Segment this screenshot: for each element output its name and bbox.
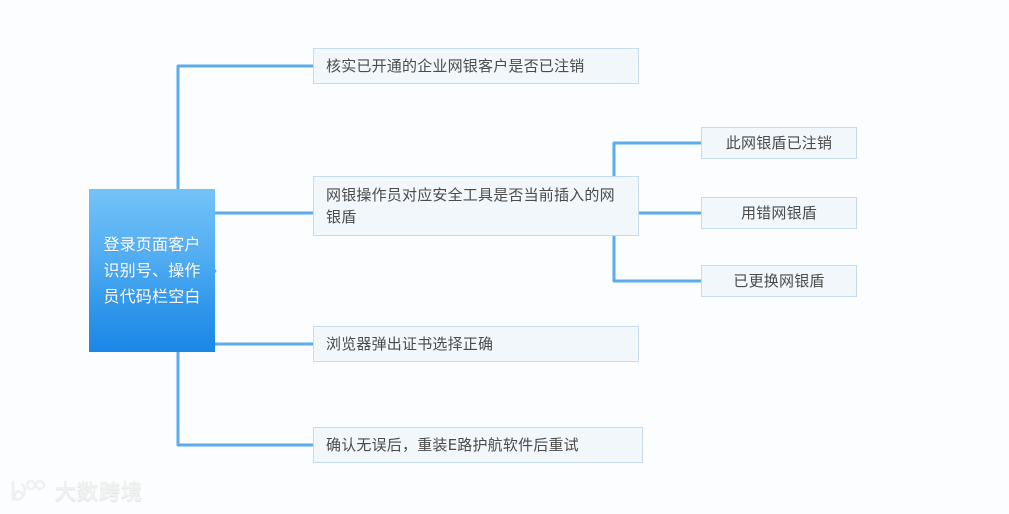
leaf-node-1-label: 此网银盾已注销	[725, 134, 833, 152]
branch-node-3-label: 浏览器弹出证书选择正确	[326, 335, 494, 353]
branch-node-3[interactable]: 浏览器弹出证书选择正确	[313, 326, 639, 362]
branch-node-4-label: 确认无误后，重装E路护航软件后重试	[326, 436, 579, 454]
leaf-node-3-label: 已更换网银盾	[733, 272, 825, 290]
watermark-text: 大数跨境	[55, 480, 143, 504]
k-circles-logo-icon	[11, 479, 46, 502]
leaf-node-2[interactable]: 用错网银盾	[701, 197, 857, 229]
branch-node-4[interactable]: 确认无误后，重装E路护航软件后重试	[313, 427, 643, 463]
root-node-label: 登录页面客户识别号、操作员代码栏空白	[103, 234, 201, 306]
branch-node-1-label: 核实已开通的企业网银客户是否已注销	[326, 57, 585, 75]
watermark: 大数跨境	[8, 476, 143, 506]
root-node[interactable]: 登录页面客户识别号、操作员代码栏空白	[89, 189, 215, 352]
branch-node-1[interactable]: 核实已开通的企业网银客户是否已注销	[313, 48, 639, 84]
leaf-node-2-label: 用错网银盾	[740, 204, 817, 222]
branch-node-2-label: 网银操作员对应安全工具是否当前插入的网银盾	[326, 186, 615, 226]
branch-node-2[interactable]: 网银操作员对应安全工具是否当前插入的网银盾	[313, 176, 639, 236]
leaf-node-1[interactable]: 此网银盾已注销	[701, 127, 857, 159]
leaf-node-3[interactable]: 已更换网银盾	[701, 265, 857, 297]
